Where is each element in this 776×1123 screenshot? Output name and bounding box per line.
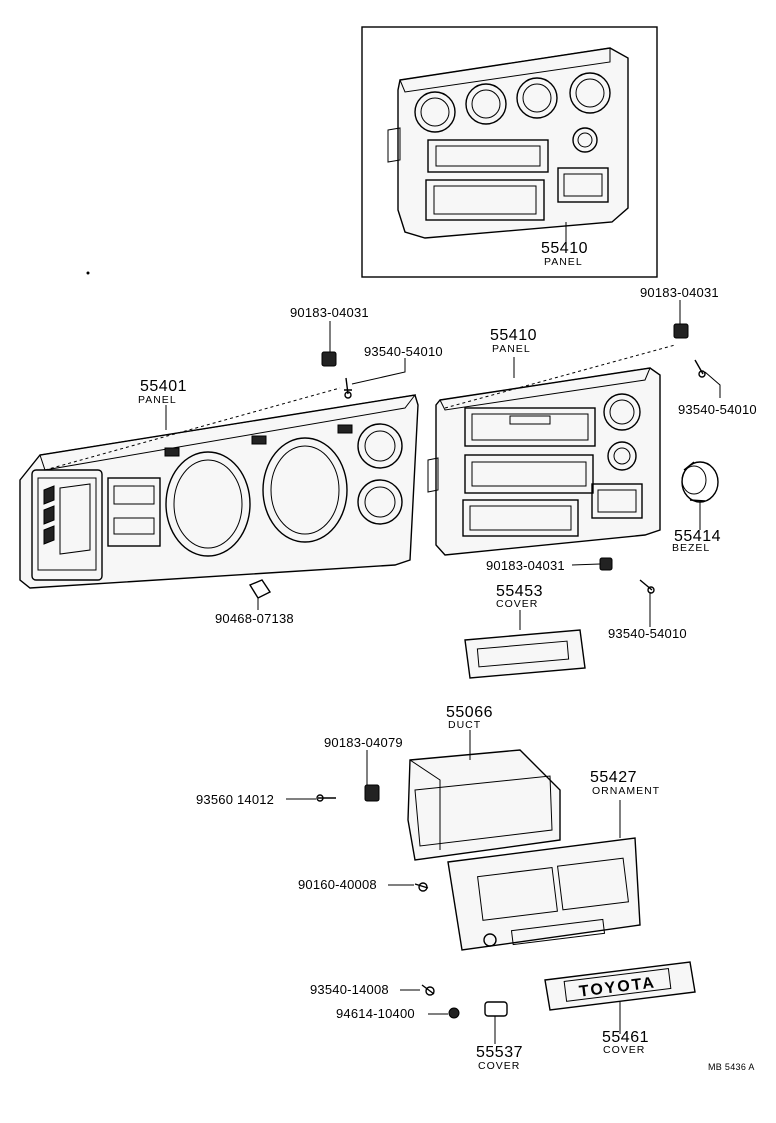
label-55401-code: 55401: [140, 378, 187, 395]
dot-mark: [86, 271, 90, 275]
label-55066-code: 55066: [446, 704, 493, 721]
inset-panel-55410: [387, 47, 629, 239]
label-93540-14008: 93540-14008: [310, 982, 389, 997]
label-55453-name: COVER: [496, 598, 539, 610]
label-90183-04031-left: 90183-04031: [290, 305, 369, 320]
label-93540-54010-a: 93540-54010: [364, 344, 443, 359]
label-55414-code: 55414: [674, 528, 721, 545]
label-93540-54010-c: 93540-54010: [608, 626, 687, 641]
ornament-55427: [447, 837, 641, 951]
label-90183-04031-right: 90183-04031: [640, 285, 719, 300]
label-90183-04079: 90183-04079: [324, 735, 403, 750]
leader-lines: [44, 222, 721, 1044]
label-55066-name: DUCT: [448, 719, 482, 731]
label-55453-code: 55453: [496, 583, 543, 600]
label-55410-inset-code: 55410: [541, 240, 588, 257]
drawing-reference: MB 5436 A: [708, 1062, 755, 1072]
label-55401-name: PANEL: [138, 394, 177, 406]
duct-55066: [407, 749, 561, 861]
label-55427-code: 55427: [590, 769, 637, 786]
label-55537-name: COVER: [478, 1060, 521, 1072]
label-93560-14012: 93560 14012: [196, 792, 275, 807]
cover-55461: [544, 961, 696, 1011]
label-55410-inset-name: PANEL: [544, 256, 583, 268]
cover-55453: [464, 629, 586, 679]
label-55537-code: 55537: [476, 1044, 523, 1061]
label-55410-name: PANEL: [492, 343, 531, 355]
label-93540-54010-b: 93540-54010: [678, 402, 757, 417]
panel-55401: [19, 394, 419, 589]
label-94614-10400: 94614-10400: [336, 1006, 415, 1021]
label-90183-04031-center: 90183-04031: [486, 558, 565, 573]
label-55410-code: 55410: [490, 327, 537, 344]
label-55461-code: 55461: [602, 1029, 649, 1046]
panel-55410: [427, 367, 661, 556]
label-90468-07138: 90468-07138: [215, 611, 294, 626]
label-55461-name: COVER: [603, 1044, 646, 1056]
fasteners: [248, 323, 706, 1019]
label-55414-name: BEZEL: [672, 542, 711, 554]
label-55427-name: ORNAMENT: [592, 785, 661, 797]
inset-frame: [361, 26, 658, 278]
bezel-55414: [681, 461, 719, 503]
label-90160-40008: 90160-40008: [298, 877, 377, 892]
